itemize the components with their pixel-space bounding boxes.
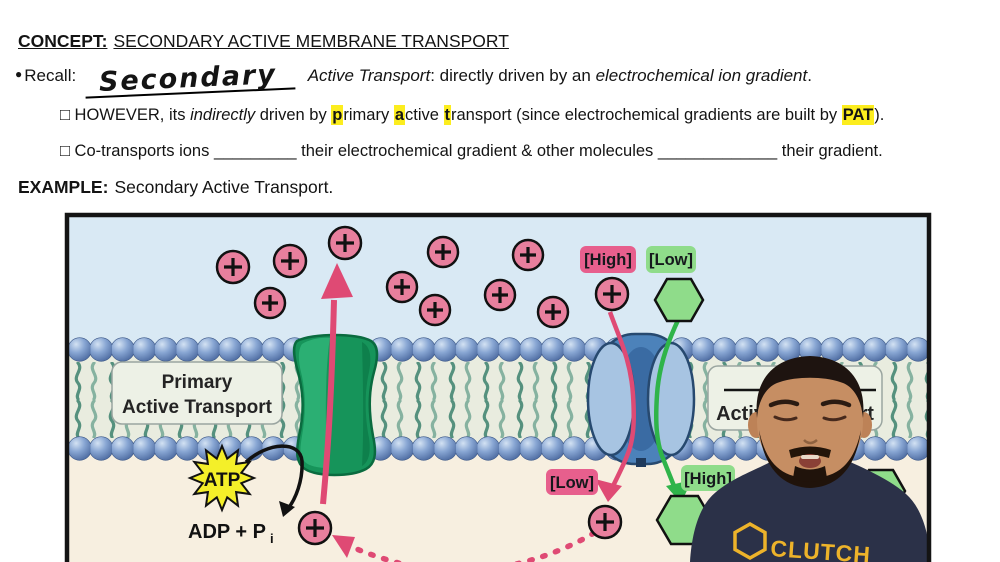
however-line: □ HOWEVER, its indirectly driven by prim… (60, 105, 885, 125)
however-text: □ HOWEVER, its (60, 106, 191, 124)
badge-low-top-text: [Low] (649, 251, 693, 269)
instructor-nose (803, 439, 818, 445)
recall-term: Active Transport (307, 66, 431, 85)
highlight-t: t (443, 105, 452, 125)
however-italic: indirectly (190, 106, 256, 124)
primary-active-transport-label: Primary Active Transport (111, 361, 283, 425)
pat-label-line1: Primary (162, 372, 233, 393)
adp-subscript: i (270, 531, 274, 546)
badge-high-top (580, 246, 636, 273)
label-box (111, 361, 283, 425)
instructor-shirt (690, 452, 931, 562)
concentration-badges: [High] [Low] [Low] [High] (546, 246, 735, 495)
lipid-heads-outer (69, 337, 927, 362)
however-end: ). (874, 106, 885, 124)
highlight-a: a (393, 105, 405, 125)
ion-plus (297, 510, 333, 546)
badge-low-top (646, 246, 696, 273)
pump-export-arrow (320, 263, 353, 505)
ion-plus (253, 286, 287, 320)
word-transport: ransport (since electrochemical gradient… (451, 106, 842, 124)
pump-highlight (298, 337, 330, 468)
example-label: EXAMPLE: (18, 177, 109, 197)
cotransport-line: □ Co-transports ions _________ their ele… (60, 142, 883, 161)
hydrolysis-arrow-head (279, 501, 295, 517)
ion-plus (594, 276, 630, 312)
example-heading: EXAMPLE:Secondary Active Transport. (18, 177, 333, 198)
cotransport-text-2: their electrochemical gradient & other m… (296, 142, 658, 160)
instructor-beard (759, 430, 861, 488)
arrow-shaft (653, 317, 682, 487)
arrow-shaft (607, 311, 636, 488)
instructor-teeth (801, 455, 819, 459)
example-title: Secondary Active Transport. (114, 177, 334, 197)
atp-label: ATP (204, 470, 241, 491)
concept-heading: CONCEPT:SECONDARY ACTIVE MEMBRANE TRANSP… (18, 31, 509, 52)
ion-plus (587, 504, 623, 540)
clutch-hexagon-icon (733, 521, 767, 561)
however-text-2: driven by (255, 106, 332, 124)
recall-period: . (807, 66, 812, 85)
ion-plus (418, 293, 452, 327)
cotransport-end: their gradient. (777, 142, 883, 160)
badge-high-top-text: [High] (584, 251, 632, 269)
cotransport-text: □ Co-transports ions (60, 142, 214, 160)
recall-term-2: electrochemical ion gradient (595, 66, 808, 85)
recall-text: : directly driven by an (430, 66, 596, 85)
arrow-head (332, 535, 355, 558)
bullet-icon: ● (15, 67, 23, 81)
recall-line: ●Recall: Secondary Active Transport: dir… (15, 59, 812, 99)
ion-field (215, 225, 630, 546)
arrow-head (321, 263, 353, 299)
concept-title: SECONDARY ACTIVE MEMBRANE TRANSPORT (113, 31, 509, 51)
ion-influx-arrow (595, 311, 636, 502)
ion-plus (215, 249, 251, 285)
instructor-face (757, 364, 863, 480)
highlight-pat: PAT (841, 105, 875, 125)
instructor-webcam: CLUTCH (690, 356, 931, 562)
instructor-eyes-closed (773, 415, 847, 422)
pat-label-line2: Active Transport (122, 397, 273, 418)
highlight-p: p (331, 105, 344, 125)
adp-label: ADP + P (188, 521, 266, 543)
diagram-border (64, 212, 932, 562)
ion-plus (536, 295, 570, 329)
recall-label: Recall: (24, 66, 77, 85)
secondary-transporter-protein (586, 332, 696, 467)
ion-plus (327, 225, 363, 261)
molecule-hexagon (653, 277, 705, 323)
word-primary: rimary (343, 106, 394, 124)
atp-hydrolysis: ATP ADP + P i (187, 443, 304, 546)
ion-plus (272, 243, 308, 279)
ion-plus (426, 235, 460, 269)
fill-in-blank-2: _____________ (657, 142, 778, 160)
ion-plus (483, 278, 517, 312)
badge-high-bottom (681, 465, 735, 491)
badge-low-bottom-text: [Low] (550, 474, 594, 492)
ion-recycle-dashed-arrow (332, 530, 597, 562)
badge-low-bottom (546, 469, 598, 495)
instructor-eyebrows (768, 399, 852, 408)
transporter-notch (636, 458, 646, 467)
badge-high-bottom-text: [High] (684, 470, 732, 488)
primary-pump-protein (292, 333, 379, 477)
atp-starburst (187, 443, 257, 513)
word-active: ctive (405, 106, 444, 124)
ion-plus (511, 238, 545, 272)
instructor-chin-beard (793, 466, 827, 482)
arrow-head (595, 479, 622, 502)
instructor-hair (756, 356, 864, 418)
instructor-mustache (789, 446, 831, 458)
arrow-shaft (320, 299, 337, 505)
dashed-shaft (345, 530, 597, 562)
hydrolysis-arrow (244, 444, 304, 512)
fill-in-blank-1: _________ (213, 142, 297, 160)
pump-shadow (362, 342, 371, 466)
ion-plus (385, 270, 419, 304)
concept-label: CONCEPT: (18, 31, 108, 51)
